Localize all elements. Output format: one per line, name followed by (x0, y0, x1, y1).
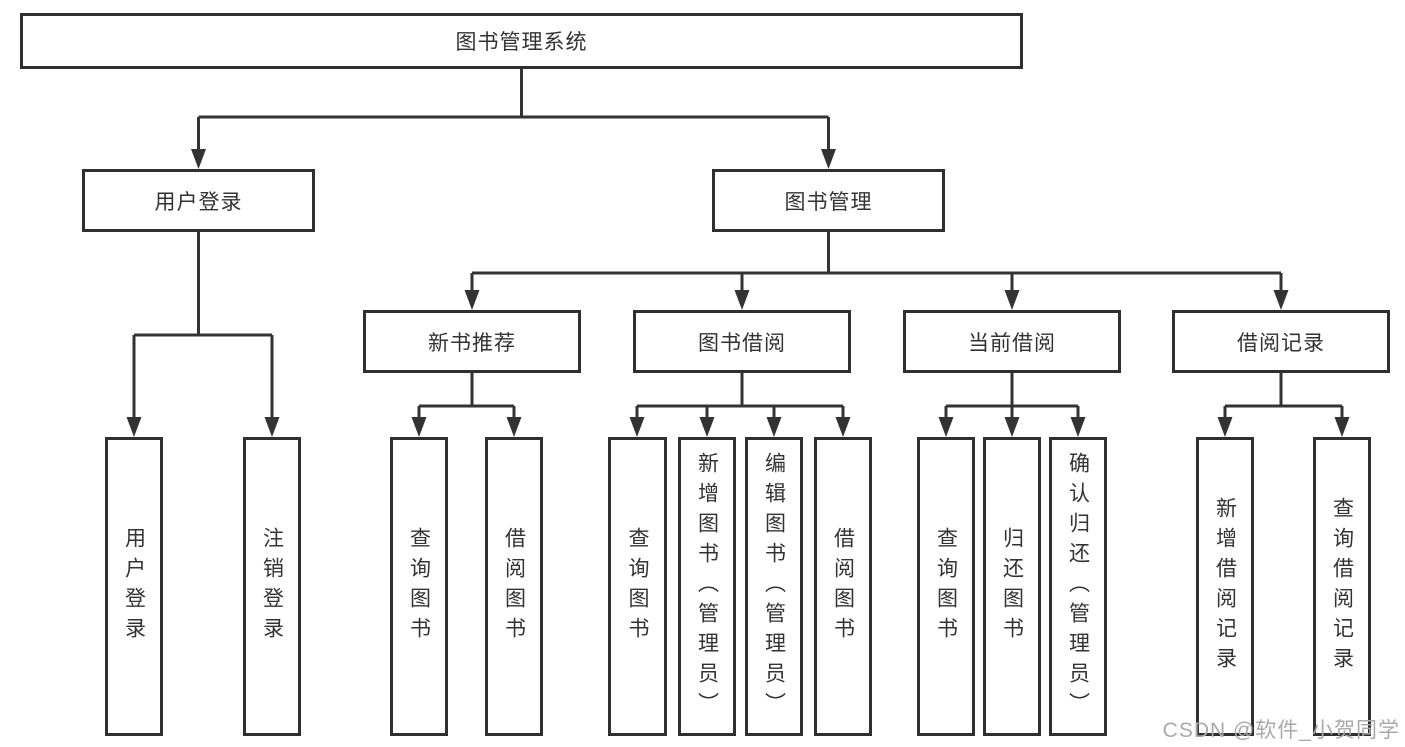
node-leaf-bb-query: 查询图书 (608, 437, 667, 736)
connector-lines (417, 373, 516, 420)
node-leaf-cb-confirm: 确认归还（管理员） (1049, 437, 1107, 736)
arrow-down-icon (191, 149, 206, 169)
connector-book-manage-split (464, 232, 1289, 310)
node-leaf-nb-query: 查询图书 (390, 437, 448, 736)
node-user-login: 用户登录 (82, 169, 315, 232)
arrow-down-icon (821, 149, 836, 169)
node-label-leaf-br-query: 查询借阅记录 (1330, 496, 1354, 677)
node-leaf-login: 用户登录 (105, 437, 163, 736)
node-label-book-manage: 图书管理 (784, 190, 873, 214)
node-current-borrow: 当前借阅 (903, 310, 1121, 373)
connector-new-book-split (411, 373, 522, 437)
arrow-down-icon (411, 417, 427, 437)
node-label-leaf-bb-edit: 编辑图书（管理员） (762, 451, 786, 722)
node-leaf-br-query: 查询借阅记录 (1313, 437, 1371, 736)
node-label-borrow-record: 借阅记录 (1237, 331, 1325, 355)
connector-lines (1223, 373, 1344, 420)
node-label-book-borrow: 图书借阅 (698, 331, 786, 355)
arrow-down-icon (699, 417, 715, 437)
node-label-root: 图书管理系统 (455, 31, 588, 54)
arrow-down-icon (835, 417, 851, 437)
arrow-down-icon (1334, 417, 1350, 437)
node-book-manage: 图书管理 (712, 169, 945, 232)
node-root: 图书管理系统 (20, 13, 1023, 69)
node-label-user-login: 用户登录 (154, 190, 243, 214)
node-leaf-bb-borrow: 借阅图书 (814, 437, 872, 736)
node-label-leaf-cb-confirm: 确认归还（管理员） (1066, 451, 1090, 722)
node-label-leaf-login: 用户登录 (122, 526, 146, 647)
connector-lines (944, 373, 1080, 420)
node-label-leaf-nb-borrow: 借阅图书 (502, 526, 526, 647)
arrow-down-icon (126, 417, 142, 437)
arrow-down-icon (766, 417, 782, 437)
node-label-leaf-nb-query: 查询图书 (407, 526, 431, 647)
connector-book-borrow-split (629, 373, 851, 437)
node-label-leaf-bb-query: 查询图书 (626, 526, 649, 647)
node-leaf-br-add: 新增借阅记录 (1196, 437, 1254, 736)
node-leaf-cb-query: 查询图书 (917, 437, 975, 736)
node-label-current-borrow: 当前借阅 (968, 331, 1056, 355)
arrow-down-icon (938, 417, 954, 437)
node-label-leaf-cb-query: 查询图书 (934, 526, 958, 647)
arrow-down-icon (264, 417, 280, 437)
node-borrow-record: 借阅记录 (1172, 310, 1390, 373)
arrow-down-icon (629, 417, 645, 437)
node-label-leaf-logout: 注销登录 (260, 526, 284, 647)
node-label-leaf-br-add: 新增借阅记录 (1213, 496, 1237, 677)
node-leaf-nb-borrow: 借阅图书 (485, 437, 543, 736)
arrow-down-icon (1004, 417, 1020, 437)
connector-current-borrow-split (938, 373, 1086, 437)
node-leaf-logout: 注销登录 (243, 437, 301, 736)
arrow-down-icon (506, 417, 522, 437)
connector-lines (470, 232, 1283, 293)
node-new-book: 新书推荐 (363, 310, 581, 373)
node-leaf-cb-return: 归还图书 (983, 437, 1041, 736)
connector-lines (197, 69, 830, 152)
arrow-down-icon (1004, 290, 1020, 310)
csdn-watermark: CSDN @软件_小贺同学 (1162, 719, 1400, 742)
node-book-borrow: 图书借阅 (633, 310, 851, 373)
node-label-leaf-bb-borrow: 借阅图书 (831, 526, 855, 647)
node-leaf-bb-add: 新增图书（管理员） (678, 437, 736, 736)
connector-lines (635, 373, 845, 420)
arrow-down-icon (1273, 290, 1289, 310)
arrow-down-icon (1070, 417, 1086, 437)
arrow-down-icon (734, 290, 750, 310)
node-label-new-book: 新书推荐 (428, 331, 516, 355)
connector-lines (132, 232, 274, 420)
connector-user-login-split (126, 232, 280, 437)
arrow-down-icon (464, 290, 480, 310)
node-leaf-bb-edit: 编辑图书（管理员） (745, 437, 803, 736)
node-label-leaf-bb-add: 新增图书（管理员） (695, 451, 719, 722)
node-label-leaf-cb-return: 归还图书 (1000, 526, 1024, 647)
connector-root-split (191, 69, 836, 169)
connector-borrow-record-split (1217, 373, 1350, 437)
arrow-down-icon (1217, 417, 1233, 437)
